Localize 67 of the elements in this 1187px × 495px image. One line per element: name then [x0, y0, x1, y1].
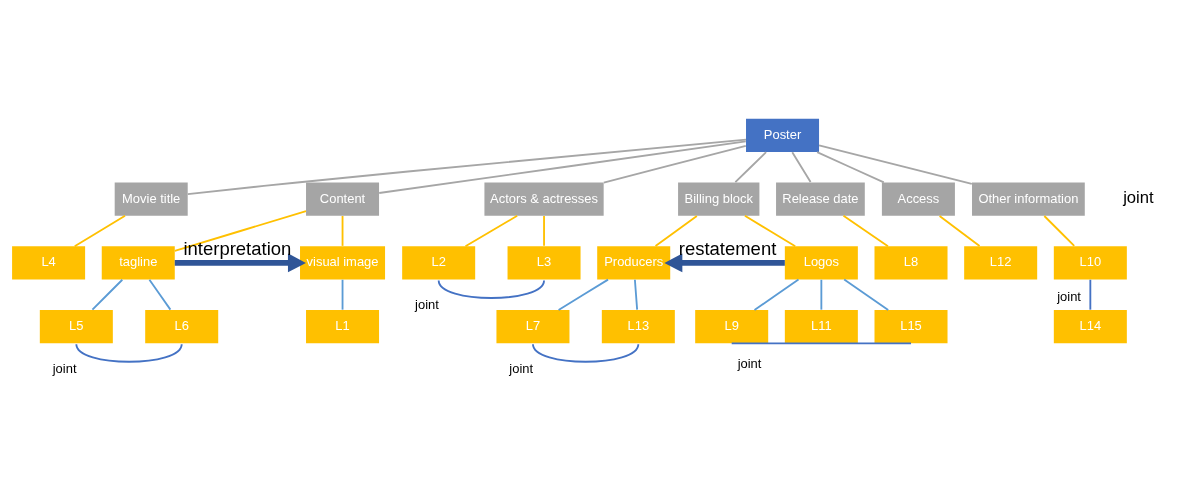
connector: [730, 342, 912, 345]
node-box: L10: [1053, 246, 1127, 280]
node-box: visual image: [300, 246, 386, 280]
node-box: L6: [145, 310, 219, 344]
node-box: Poster: [746, 118, 820, 152]
node-box: Other information: [972, 182, 1085, 216]
arrow: [664, 253, 785, 273]
connector: [654, 215, 698, 247]
connector: [744, 214, 797, 248]
connector: [633, 278, 639, 311]
connector: [602, 144, 747, 184]
connector: [818, 144, 973, 185]
node-box: tagline: [101, 246, 175, 280]
node-box: L15: [874, 310, 948, 344]
connector: [938, 215, 981, 247]
node-box: L14: [1053, 310, 1127, 344]
label: joint: [1123, 188, 1154, 208]
connector: [532, 343, 640, 363]
node-box: L7: [496, 310, 570, 344]
node-box: Movie title: [114, 182, 188, 216]
node-box: Actors & actresses: [484, 182, 604, 216]
connector: [341, 215, 344, 247]
node-box: Content: [306, 182, 380, 216]
arrow: [174, 253, 306, 273]
edge-label: joint: [52, 360, 77, 376]
connector: [791, 151, 812, 183]
node-box: L5: [39, 310, 113, 344]
edge-label: joint: [1057, 289, 1081, 305]
node-box: L8: [874, 246, 948, 280]
connector: [186, 138, 747, 196]
connector: [464, 214, 519, 248]
edge-label: joint: [415, 297, 439, 313]
connector: [148, 278, 172, 311]
node-box: L1: [306, 310, 380, 344]
node-box: L4: [12, 246, 86, 280]
node-box: L3: [507, 246, 581, 280]
connector: [820, 278, 823, 311]
edge-label: joint: [737, 355, 762, 371]
connector: [557, 278, 609, 311]
node-box: Access: [881, 182, 955, 216]
connector: [734, 151, 768, 183]
node-box: L2: [402, 246, 476, 280]
node-box: Release date: [776, 182, 865, 216]
connector: [341, 278, 344, 311]
connector: [75, 343, 183, 363]
node-box: L13: [601, 310, 675, 344]
connector: [543, 215, 545, 247]
connector: [437, 279, 545, 299]
connector: [816, 151, 885, 184]
node-box: L12: [964, 246, 1038, 280]
connector: [73, 214, 126, 248]
edge-label: interpretation: [183, 237, 292, 259]
connector: [1089, 278, 1092, 311]
edge-label: restatement: [678, 237, 777, 259]
connector: [842, 214, 889, 248]
connector: [843, 278, 890, 311]
node-box: Logos: [784, 246, 858, 280]
connector: [173, 210, 307, 252]
connector: [753, 278, 800, 311]
node-box: L11: [784, 310, 858, 344]
edge-label: joint: [509, 360, 534, 376]
node-box: Producers: [597, 246, 671, 280]
connector: [378, 140, 747, 194]
node-box: Billing block: [678, 182, 760, 216]
connector: [91, 278, 124, 311]
node-box: L9: [695, 310, 769, 344]
connector: [1043, 215, 1076, 247]
